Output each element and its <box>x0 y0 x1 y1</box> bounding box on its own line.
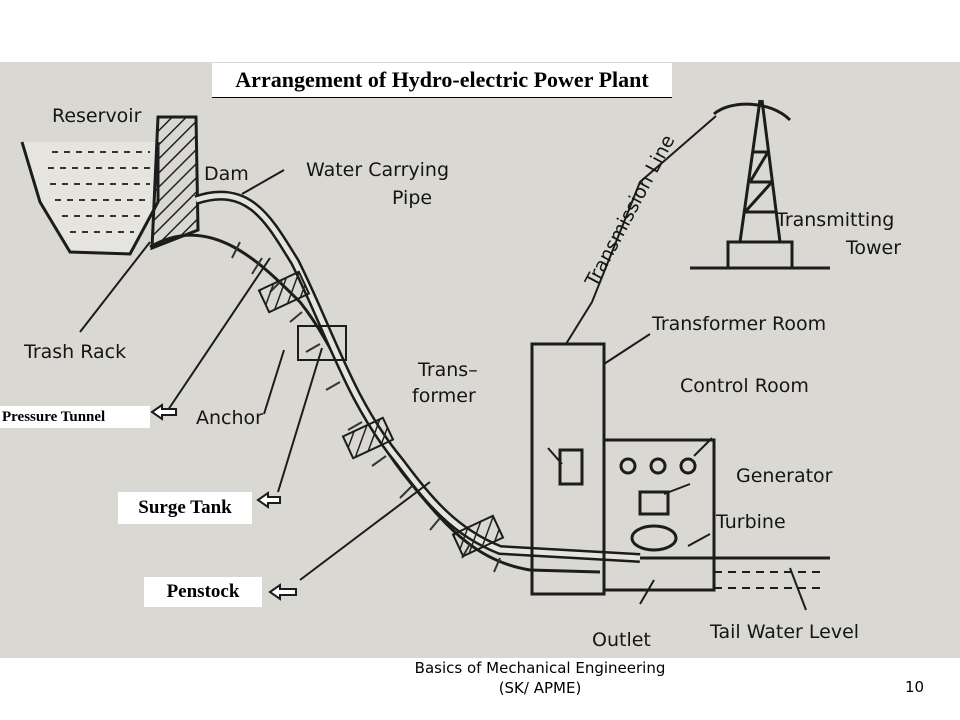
penstock-arrow-icon <box>268 583 297 601</box>
footer-course: Basics of Mechanical Engineering <box>414 659 666 677</box>
dam <box>150 115 200 251</box>
page-number: 10 <box>905 678 925 696</box>
pressure-tunnel-arrow-icon <box>150 403 177 421</box>
surge-tank <box>297 325 347 361</box>
surge-tank-arrow-icon <box>256 491 281 509</box>
label-control-room: Control Room <box>680 375 809 397</box>
slide-footer: Basics of Mechanical Engineering (SK/ AP… <box>330 658 750 698</box>
footer-code: (SK/ APME) <box>498 679 582 697</box>
label-outlet: Outlet <box>592 629 651 651</box>
page-title: Arrangement of Hydro-electric Power Plan… <box>212 63 672 98</box>
label-water-carrying-1: Water Carrying <box>306 159 449 181</box>
label-dam: Dam <box>204 163 249 185</box>
label-anchor: Anchor <box>196 407 263 429</box>
callout-penstock: Penstock <box>144 577 262 607</box>
power-house <box>530 342 716 596</box>
label-transformer-1: Trans– <box>417 359 478 381</box>
transmitting-tower <box>690 99 830 270</box>
hydro-plant-diagram: Reservoir Dam Water Carrying Pipe Transm… <box>0 62 960 658</box>
label-trash-rack: Trash Rack <box>23 341 126 363</box>
leader-lines <box>79 169 807 611</box>
label-water-carrying-2: Pipe <box>392 187 432 209</box>
label-transformer-room: Transformer Room <box>651 313 826 335</box>
label-turbine: Turbine <box>715 511 786 533</box>
label-tail-water-level: Tail Water Level <box>709 621 859 643</box>
label-transformer-2: former <box>412 385 476 407</box>
label-transmitting-1: Transmitting <box>775 209 894 231</box>
callout-pressure-tunnel: Pressure Tunnel <box>0 406 150 428</box>
label-generator: Generator <box>736 465 833 487</box>
label-reservoir: Reservoir <box>52 105 142 127</box>
callout-arrows <box>150 403 297 601</box>
tail-water <box>640 556 830 589</box>
label-transmitting-2: Tower <box>845 237 901 259</box>
transmission-line-wire <box>565 115 717 345</box>
callout-surge-tank: Surge Tank <box>118 492 252 524</box>
anchor-blocks <box>257 270 505 558</box>
